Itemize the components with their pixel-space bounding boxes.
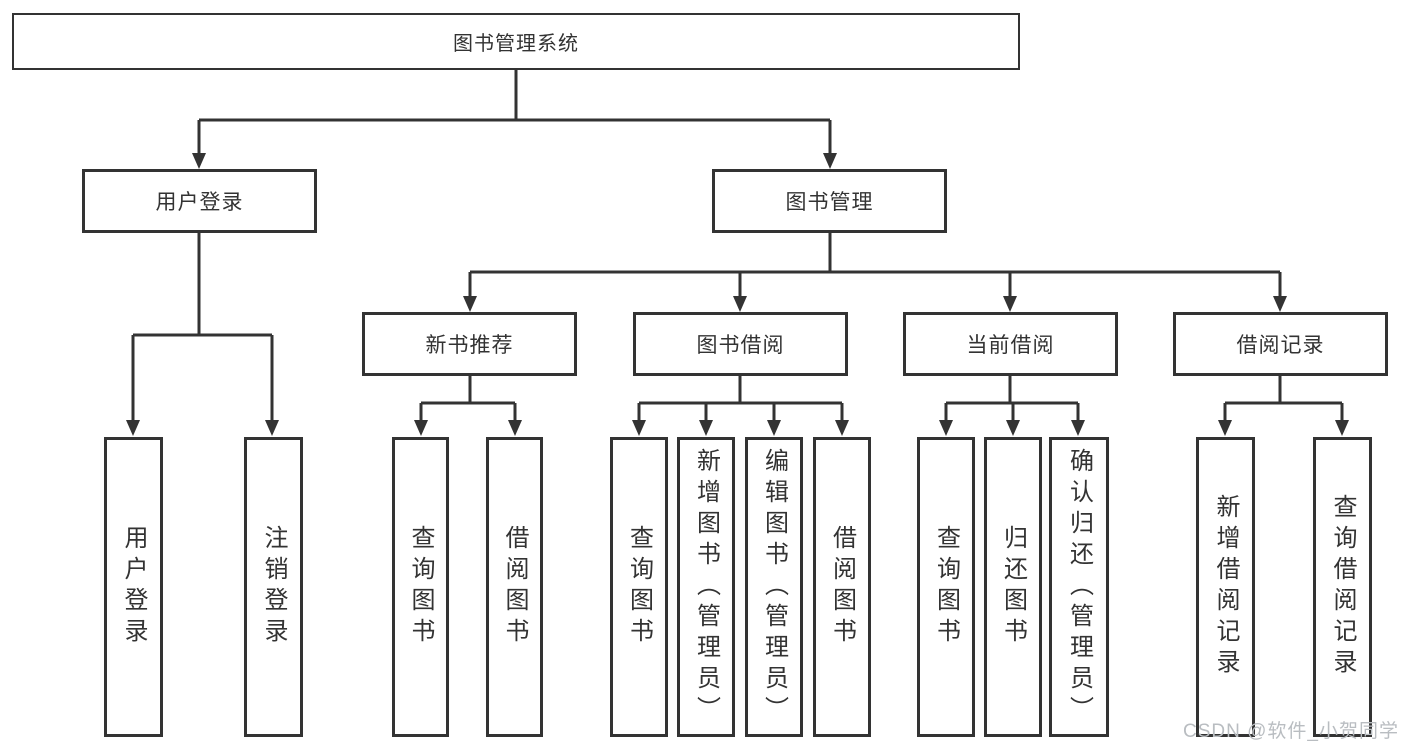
arrowhead: [632, 420, 646, 436]
leaf-cb-return-books: 归还图书: [984, 437, 1042, 737]
node-label: 注销登录: [260, 525, 287, 649]
node-book-borrowing: 图书借阅: [633, 312, 848, 376]
arrowhead: [463, 296, 477, 312]
node-label: 当前借阅: [966, 334, 1055, 357]
node-current-borrowing: 当前借阅: [903, 312, 1118, 376]
arrowhead: [265, 420, 279, 436]
arrowhead: [414, 420, 428, 436]
arrowhead: [733, 296, 747, 312]
arrowhead: [1273, 296, 1287, 312]
node-label: 借阅图书: [828, 525, 856, 649]
arrowhead: [767, 420, 781, 436]
connector-book-management: [468, 233, 1282, 297]
leaf-cb-query-books: 查询图书: [917, 437, 975, 737]
node-label: 新书推荐: [425, 334, 514, 357]
connector-new-book-recommend: [419, 376, 517, 421]
arrowhead: [835, 420, 849, 436]
node-system: 图书管理系统: [12, 13, 1020, 70]
connector-user-login: [131, 233, 274, 421]
node-label: 图书管理: [785, 191, 874, 214]
arrowhead: [1003, 296, 1017, 312]
leaf-bb-add-books-admin: 新增图书（管理员）: [677, 437, 735, 737]
leaf-br-add-borrow-record: 新增借阅记录: [1196, 437, 1255, 737]
arrowhead: [823, 153, 837, 169]
node-label: 借阅图书: [501, 525, 528, 649]
arrowhead: [699, 420, 713, 436]
node-label: 用户登录: [155, 191, 244, 214]
node-book-management: 图书管理: [712, 169, 947, 233]
leaf-bb-edit-books-admin: 编辑图书（管理员）: [745, 437, 803, 737]
node-label: 用户登录: [120, 525, 147, 649]
leaf-nbr-query-books: 查询图书: [392, 437, 449, 737]
leaf-bb-query-books: 查询图书: [610, 437, 668, 737]
arrowhead: [1218, 420, 1232, 436]
leaf-nbr-borrow-books: 借阅图书: [486, 437, 543, 737]
node-new-book-recommend: 新书推荐: [362, 312, 577, 376]
leaf-logout-login: 注销登录: [244, 437, 303, 737]
leaf-cb-confirm-return-admin: 确认归还（管理员）: [1049, 437, 1109, 737]
node-label: 查询图书: [407, 525, 434, 649]
node-user-login: 用户登录: [82, 169, 317, 233]
connector-current-borrowing: [944, 376, 1080, 421]
leaf-br-query-borrow-record: 查询借阅记录: [1313, 437, 1372, 737]
node-label: 归还图书: [999, 525, 1027, 649]
node-label: 编辑图书（管理员）: [760, 447, 788, 727]
arrowhead: [508, 420, 522, 436]
node-label: 新增图书（管理员）: [692, 447, 720, 727]
arrowhead: [1071, 420, 1085, 436]
node-label: 查询借阅记录: [1329, 494, 1356, 680]
arrowhead: [126, 420, 140, 436]
node-label: 新增借阅记录: [1212, 494, 1239, 680]
arrowhead: [1335, 420, 1349, 436]
connector-borrowing-records: [1223, 376, 1344, 421]
leaf-bb-borrow-books: 借阅图书: [813, 437, 871, 737]
connector-root: [197, 70, 832, 154]
connector-book-borrowing: [637, 376, 844, 421]
node-label: 查询图书: [625, 525, 653, 649]
arrowhead: [939, 420, 953, 436]
node-label: 确认归还（管理员）: [1065, 447, 1093, 727]
node-label: 借阅记录: [1236, 334, 1325, 357]
leaf-user-login: 用户登录: [104, 437, 163, 737]
node-label: 查询图书: [932, 525, 960, 649]
watermark: CSDN @软件_小贺同学: [1183, 721, 1399, 742]
node-label: 图书管理系统: [453, 33, 579, 55]
arrowhead: [192, 153, 206, 169]
node-borrowing-records: 借阅记录: [1173, 312, 1388, 376]
node-label: 图书借阅: [696, 334, 785, 357]
arrowhead: [1006, 420, 1020, 436]
